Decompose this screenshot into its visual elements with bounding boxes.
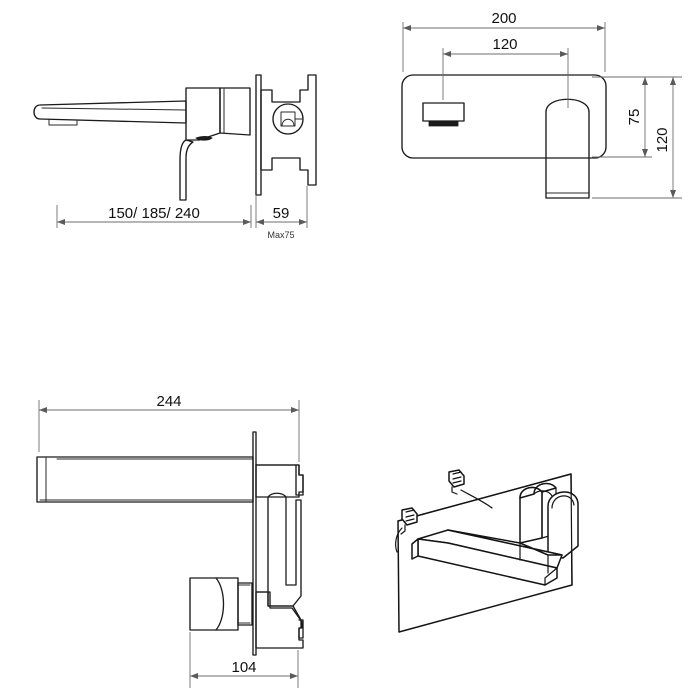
plan-valve-body-lower-outline <box>255 591 304 649</box>
plan-handle-knob <box>189 577 239 631</box>
dimension-overall-height: 120 <box>592 76 682 199</box>
concealed-valve-box <box>260 74 317 186</box>
front-lever-shadow <box>428 120 459 127</box>
dimension-spout-projection: 150/ 185/ 240 <box>56 205 252 228</box>
front-spout-stem <box>545 157 590 199</box>
front-spout-arch <box>545 98 590 159</box>
dimension-plate-width: 200 <box>402 10 606 72</box>
valve-body-outline <box>185 87 221 141</box>
view-isometric <box>395 469 579 633</box>
dimension-label-spout-projection: 150/ 185/ 240 <box>108 205 200 222</box>
handle-lever <box>179 139 194 201</box>
iso-spout-plate-join <box>519 542 549 574</box>
iso-handle-cap <box>547 491 579 559</box>
plan-handle-knob-arc <box>215 577 225 631</box>
spout-arm-outline <box>33 100 187 124</box>
valve-cartridge-circle <box>272 103 304 135</box>
spout-seam <box>41 107 187 111</box>
front-lever-handle <box>422 102 465 122</box>
plan-valve-body-upper <box>255 464 304 496</box>
dimension-lever-to-spout: 120 <box>442 36 569 108</box>
dimension-body-depth: 104 <box>189 632 299 688</box>
dimension-label-spout-height: 75 <box>626 109 643 126</box>
plan-handle-knob-stem <box>237 584 251 624</box>
view-side-elevation: 150/ 185/ 240 59 Max75 <box>33 74 317 240</box>
iso-mounting-bracket-left <box>395 507 418 553</box>
wall-plate-section <box>255 74 262 196</box>
dimension-label-body-depth: 104 <box>231 659 256 676</box>
plan-valve-body-upper-shape <box>255 464 304 498</box>
dimension-note-wall-depth-max: Max75 <box>267 230 294 240</box>
iso-plate-top-edge <box>397 473 572 522</box>
valve-cartridge-arc <box>281 118 295 127</box>
spout-aerator <box>48 118 78 126</box>
view-front-elevation: 200 120 75 120 <box>401 10 682 199</box>
plan-spout-tube <box>36 456 254 503</box>
lever-pivot-shadow <box>195 136 213 141</box>
dimension-wall-depth: 59 Max75 <box>255 186 308 240</box>
front-wall-plate <box>401 74 607 159</box>
plan-handle-collar <box>237 582 253 626</box>
dimension-spout-height: 75 <box>592 76 652 158</box>
plan-cartridge-column <box>267 492 302 607</box>
iso-plate-right-edge <box>570 473 573 586</box>
iso-spout-tip <box>411 538 419 560</box>
iso-spout-lower-edge <box>544 567 558 586</box>
dimension-label-overall-height: 120 <box>654 127 671 152</box>
dimension-label-lever-to-spout: 120 <box>492 36 517 53</box>
plan-wall-plate <box>252 431 257 656</box>
dimension-overall-length: 244 <box>38 393 300 462</box>
view-plan-section: 244 104 <box>36 393 304 688</box>
cartridge-cylinder <box>219 87 251 136</box>
plan-valve-body-lower <box>255 591 304 639</box>
dimension-label-plate-width: 200 <box>491 10 516 27</box>
iso-handle-cap-seam <box>551 495 575 509</box>
dimension-label-overall-length: 244 <box>156 393 181 410</box>
iso-mounting-bracket-right <box>448 469 493 509</box>
valve-cartridge-inner <box>280 111 296 127</box>
iso-handle-pivot-arc <box>533 490 553 497</box>
dimension-label-wall-depth: 59 <box>273 205 290 222</box>
